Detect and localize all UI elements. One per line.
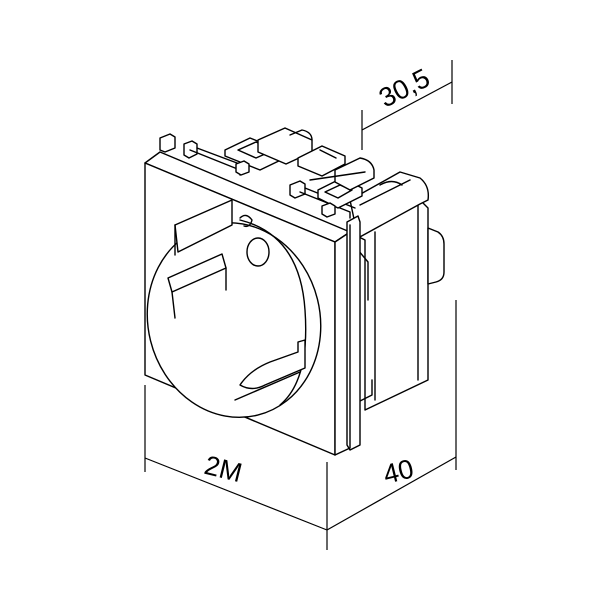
dimension-label-40: 40 <box>380 453 416 489</box>
top-terminals <box>159 127 375 219</box>
dimension-30-5: 30,5 <box>361 60 453 150</box>
dimension-label-30-5: 30,5 <box>374 63 434 114</box>
socket-recess <box>146 199 322 419</box>
dimension-40: 40 <box>326 300 457 531</box>
rear-body <box>349 171 445 411</box>
